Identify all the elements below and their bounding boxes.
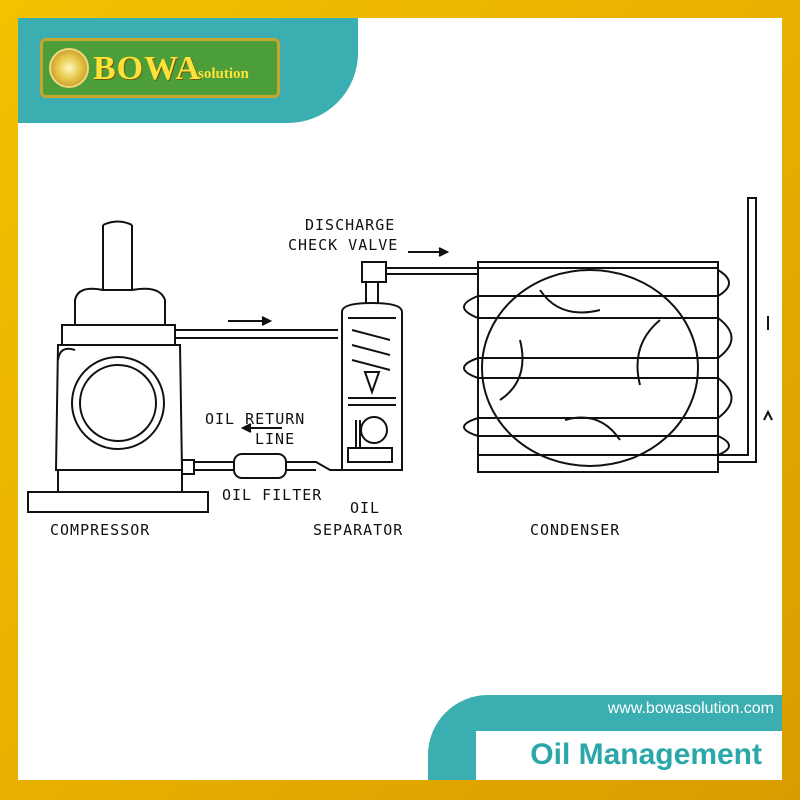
label-condenser: CONDENSER: [530, 521, 620, 539]
oil-return-drawing: [194, 423, 348, 479]
medal-icon: [49, 48, 89, 88]
title-background: [476, 731, 782, 780]
label-check-valve: CHECK VALVE: [288, 236, 398, 254]
compressor-drawing: [27, 220, 209, 513]
oil-separator-drawing: [341, 247, 478, 471]
label-line: LINE: [255, 430, 295, 448]
label-discharge: DISCHARGE: [305, 216, 395, 234]
condenser-drawing: [463, 197, 773, 473]
website-url: www.bowasolution.com: [607, 700, 774, 717]
label-oil-filter: OIL FILTER: [222, 486, 322, 504]
label-compressor: COMPRESSOR: [50, 521, 150, 539]
brand-logo: BOWA solution: [40, 38, 280, 98]
content-panel: BOWA solution www.bowasolution.com Oil M…: [18, 18, 782, 780]
label-oil: OIL: [350, 499, 380, 517]
page-title: Oil Management: [530, 738, 762, 771]
label-oil-return: OIL RETURN: [205, 410, 305, 428]
label-separator: SEPARATOR: [313, 521, 403, 539]
brand-name: BOWA: [93, 50, 201, 87]
brand-suffix: solution: [198, 66, 249, 82]
